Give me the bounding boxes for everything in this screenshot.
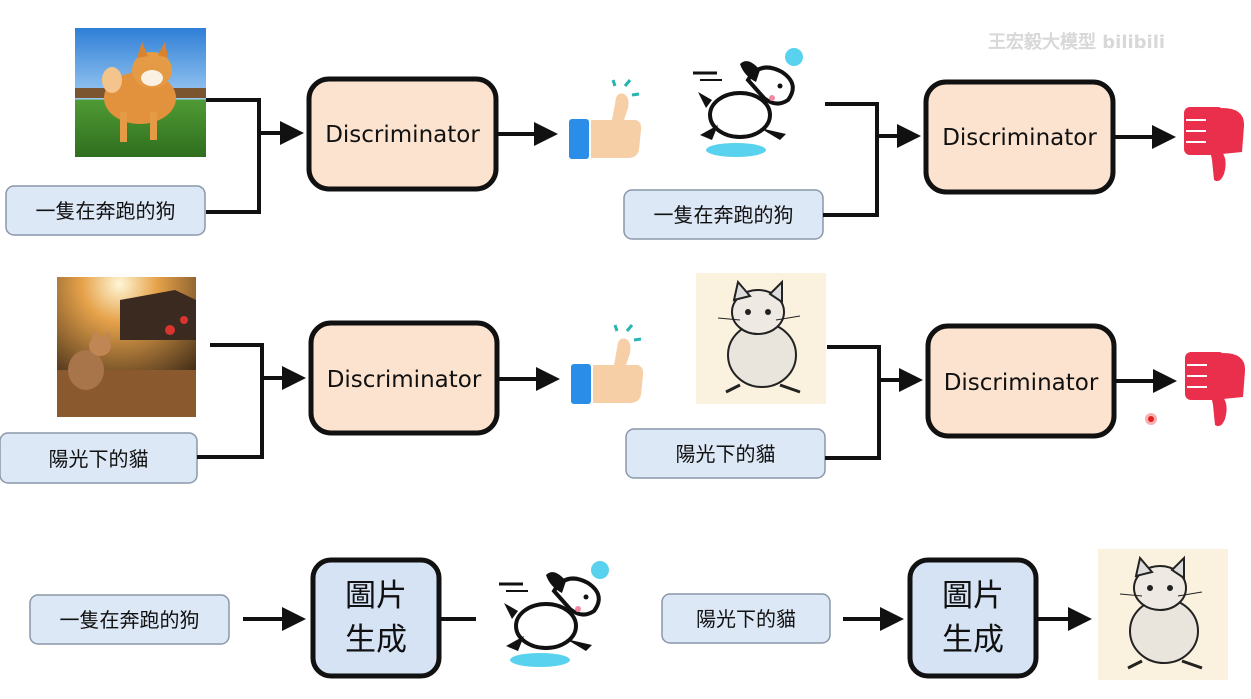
prompt-box-cat-2: 陽光下的貓 — [625, 428, 826, 479]
prompt-box-cat-3: 陽光下的貓 — [661, 593, 831, 644]
discriminator-box-4: Discriminator — [925, 323, 1117, 439]
generated-dog-image — [693, 48, 803, 157]
image-generator-box-1: 圖片 生成 — [310, 557, 442, 679]
prompt-text: 陽光下的貓 — [676, 442, 776, 466]
prompt-box-cat-1: 陽光下的貓 — [0, 432, 198, 484]
generated-cat-sketch — [1098, 549, 1228, 680]
prompt-text: 一隻在奔跑的狗 — [36, 199, 176, 223]
prompt-text: 一隻在奔跑的狗 — [654, 203, 794, 227]
thumbs-down-icon — [1185, 352, 1246, 427]
discriminator-label: Discriminator — [327, 367, 482, 393]
generated-cat-sketch — [696, 273, 826, 404]
discriminator-box-3: Discriminator — [308, 320, 500, 436]
thumbs-down-icon — [1184, 107, 1245, 182]
prompt-box-dog-3: 一隻在奔跑的狗 — [29, 594, 230, 645]
laser-pointer-dot — [1145, 413, 1157, 425]
discriminator-label: Discriminator — [942, 125, 1097, 151]
generator-label-line2: 生成 — [942, 622, 1004, 658]
generator-label-line2: 生成 — [345, 622, 407, 658]
discriminator-label: Discriminator — [325, 122, 480, 148]
prompt-text: 陽光下的貓 — [49, 447, 149, 471]
discriminator-label: Discriminator — [944, 370, 1099, 396]
prompt-text: 陽光下的貓 — [696, 607, 796, 631]
generator-label-line1: 圖片 — [345, 578, 407, 614]
discriminator-box-1: Discriminator — [306, 76, 499, 192]
real-cat-photo — [57, 277, 196, 417]
watermark: 王宏毅大模型 bilibili — [988, 31, 1165, 53]
generator-label-line1: 圖片 — [942, 578, 1004, 614]
generated-dog-image — [499, 561, 609, 667]
prompt-text: 一隻在奔跑的狗 — [60, 608, 200, 632]
prompt-box-dog-2: 一隻在奔跑的狗 — [623, 189, 824, 240]
prompt-box-dog-1: 一隻在奔跑的狗 — [5, 185, 206, 236]
discriminator-box-2: Discriminator — [923, 79, 1116, 195]
real-dog-photo — [75, 28, 206, 157]
thumbs-up-icon — [571, 324, 644, 404]
thumbs-up-icon — [569, 79, 642, 159]
image-generator-box-2: 圖片 生成 — [907, 557, 1039, 679]
